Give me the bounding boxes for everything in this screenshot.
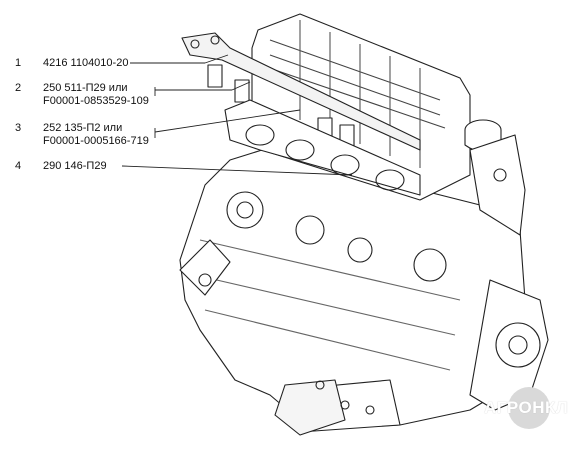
callout-3-number: 3	[15, 122, 22, 134]
callout-4-code: 290 146-П29	[43, 160, 107, 172]
callout-2-alt-code: F00001-0853529-109	[43, 95, 149, 107]
watermark-logo: АГРОНКЛ	[480, 387, 576, 429]
callout-1-number: 1	[15, 57, 22, 69]
watermark-circle	[508, 387, 550, 429]
intake-manifold	[224, 99, 421, 196]
callout-1-code: 4216 1104010-20	[43, 57, 129, 69]
engine-block-outline	[179, 149, 526, 431]
callout-2-number: 2	[15, 82, 22, 94]
callout-2-code: 250 511-П29 или	[43, 82, 128, 94]
watermark-text: АГРОНКЛ	[484, 398, 569, 417]
callout-3-code: 252 135-П2 или	[43, 122, 123, 134]
callout-3-alt-code: F00001-0005166-719	[43, 135, 149, 147]
fuel-rail	[181, 32, 421, 151]
callout-4-number: 4	[15, 160, 22, 172]
engine-mount	[274, 379, 346, 436]
pulley	[226, 191, 264, 229]
